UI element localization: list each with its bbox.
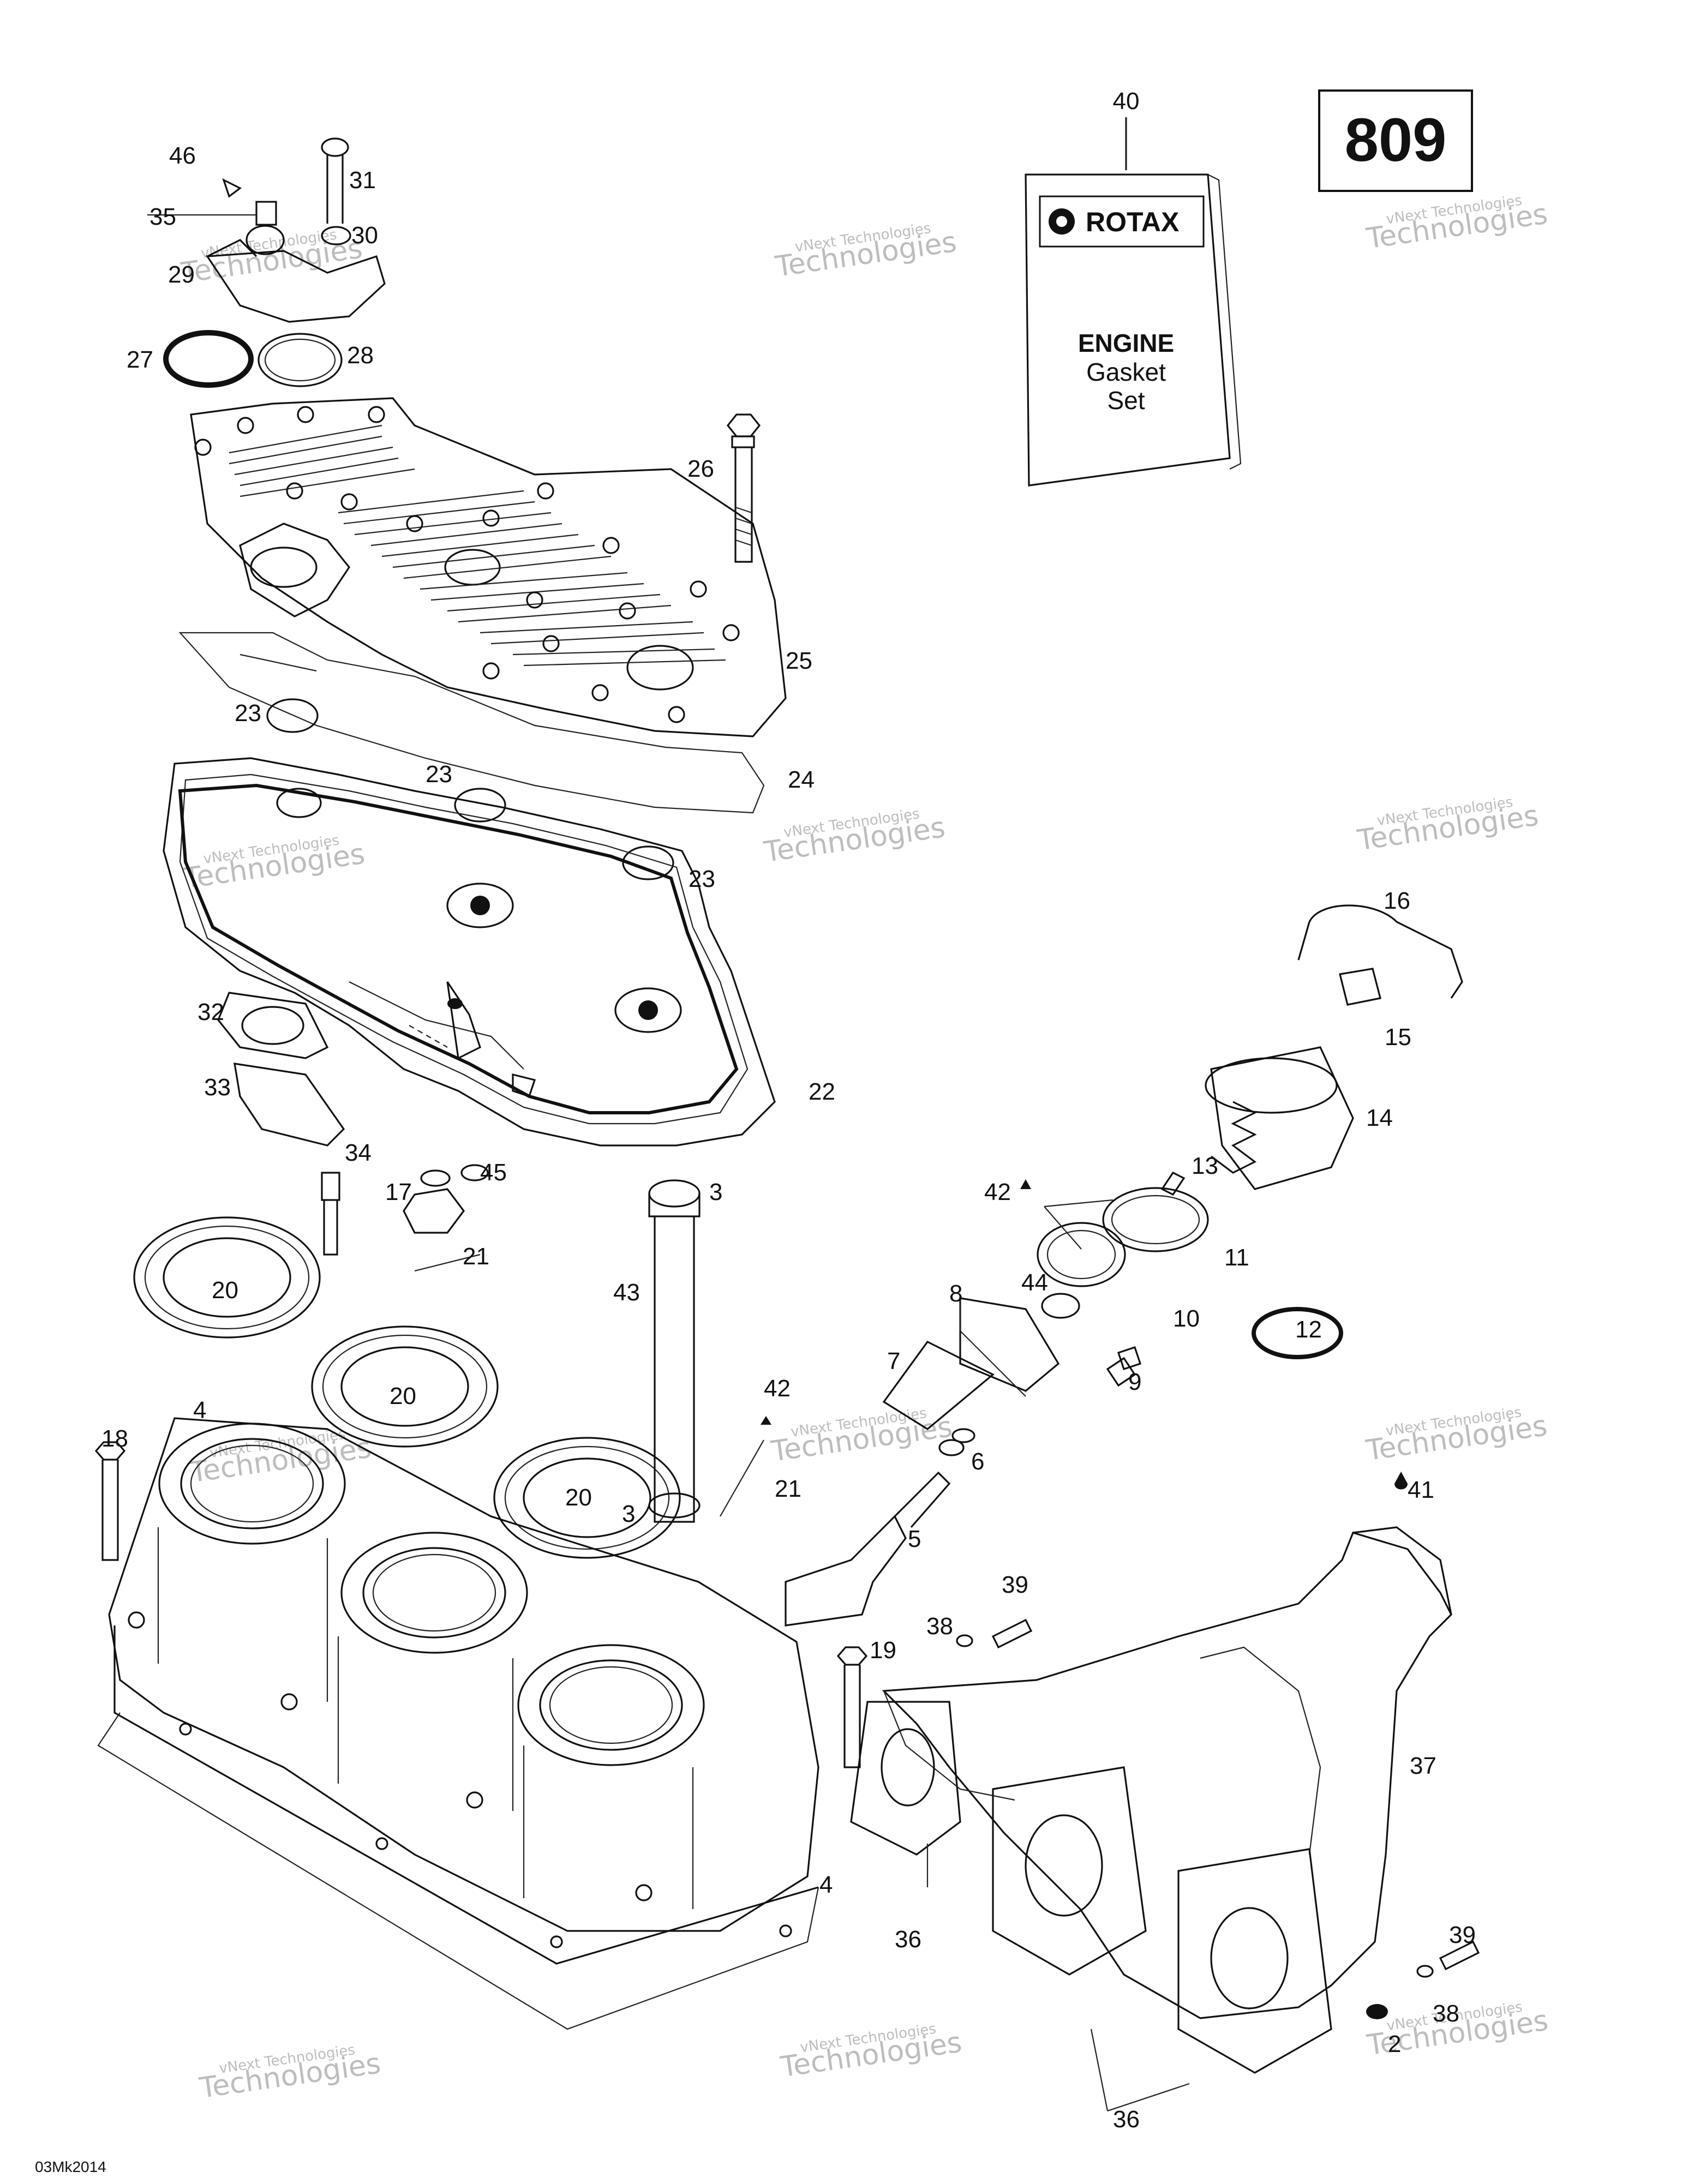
callout: 43 [613,1279,640,1306]
small-orings-illustration [266,698,674,880]
callout: 9 [1128,1369,1141,1395]
callout: 31 [349,167,376,194]
watermark-group: vNext Technologies Technologies vNext Te… [179,192,1550,2105]
callout: 24 [788,766,815,793]
callout: 34 [345,1139,372,1166]
callout: 8 [949,1280,962,1307]
callout: 20 [565,1484,592,1511]
callout: 26 [687,455,714,482]
diaphragm-parts-illustration [1020,904,1463,1359]
callout: 5 [908,1526,921,1552]
callout: 14 [1366,1105,1393,1131]
valve-parts-illustration [785,1297,1142,1627]
cylinder-head-illustration [163,757,776,1147]
kit-line3: Set [1107,386,1145,415]
diagram-number-box: 809 [1318,89,1473,192]
callout: 37 [1410,1753,1436,1779]
callout: 3 [622,1501,635,1527]
cylinder-block-illustration [97,1417,819,2030]
callout: 32 [197,999,224,1025]
callout: 44 [1021,1269,1048,1296]
callout: 19 [870,1637,896,1664]
callout: 45 [480,1159,507,1186]
cylinder-head-cover-illustration [190,397,787,737]
callout: 13 [1192,1153,1218,1179]
cylinder-gaskets-illustration [133,1216,681,1559]
callout: 3 [709,1179,722,1205]
callout: 20 [212,1277,238,1304]
callout: 21 [463,1243,489,1270]
callout: 23 [426,761,452,788]
callout: 36 [895,1926,921,1953]
callout: 38 [1433,2000,1459,2027]
callout: 23 [689,866,715,892]
callout: 23 [235,700,261,727]
bolt-illustration [726,413,761,563]
callout: 42 [764,1375,791,1402]
kit-callout: 40 [1113,88,1140,115]
callout: 27 [127,346,153,373]
orings-illustration [163,330,343,388]
callout: 18 [101,1425,128,1452]
callout: 41 [1408,1477,1434,1503]
callout: 28 [347,342,374,369]
callout: 17 [385,1179,412,1205]
callout: 12 [1295,1316,1322,1343]
callout: 2 [1388,2031,1401,2057]
callout: 42 [984,1179,1011,1205]
exhaust-manifold-illustration [850,1472,1480,2074]
callout: 39 [1002,1571,1028,1598]
callout: 36 [1113,2106,1140,2133]
gasket-kit-illustration: ROTAX ENGINE Gasket Set [1025,117,1242,487]
callout: 33 [204,1074,231,1101]
callout: 4 [819,1871,833,1898]
callout: 46 [169,142,196,169]
diagram-number: 809 [1345,106,1447,174]
callout: 39 [1449,1922,1476,1948]
kit-title: ENGINE [1078,329,1174,357]
callout: 4 [193,1397,206,1424]
callout: 6 [971,1448,984,1475]
callout: 30 [351,222,378,249]
callout: 35 [149,203,176,230]
callout: 20 [390,1383,416,1409]
leader-lines [147,117,1190,2112]
footer-code: 03Mk2014 [35,2158,106,2175]
callout: 7 [887,1348,900,1375]
kit-brand: ROTAX [1086,207,1179,237]
callout: 10 [1173,1305,1200,1332]
callout-labels: 40 46 31 35 30 29 27 28 26 25 23 24 23 2… [101,88,1476,2133]
callout: 15 [1385,1024,1411,1051]
head-gasket-illustration [178,632,765,814]
coolant-pipe-illustration [648,1179,771,1523]
fitting-parts-illustration [217,992,489,1256]
callout: 25 [786,647,812,674]
callout: 11 [1224,1244,1249,1271]
bolts-illustration [94,1441,868,1768]
callout: 38 [926,1613,953,1640]
callout: 16 [1384,887,1410,914]
callout: 29 [168,261,195,288]
callout: 21 [775,1475,801,1502]
thermostat-housing-illustration [206,137,386,323]
kit-line2: Gasket [1086,358,1166,386]
callout: 22 [809,1078,835,1105]
